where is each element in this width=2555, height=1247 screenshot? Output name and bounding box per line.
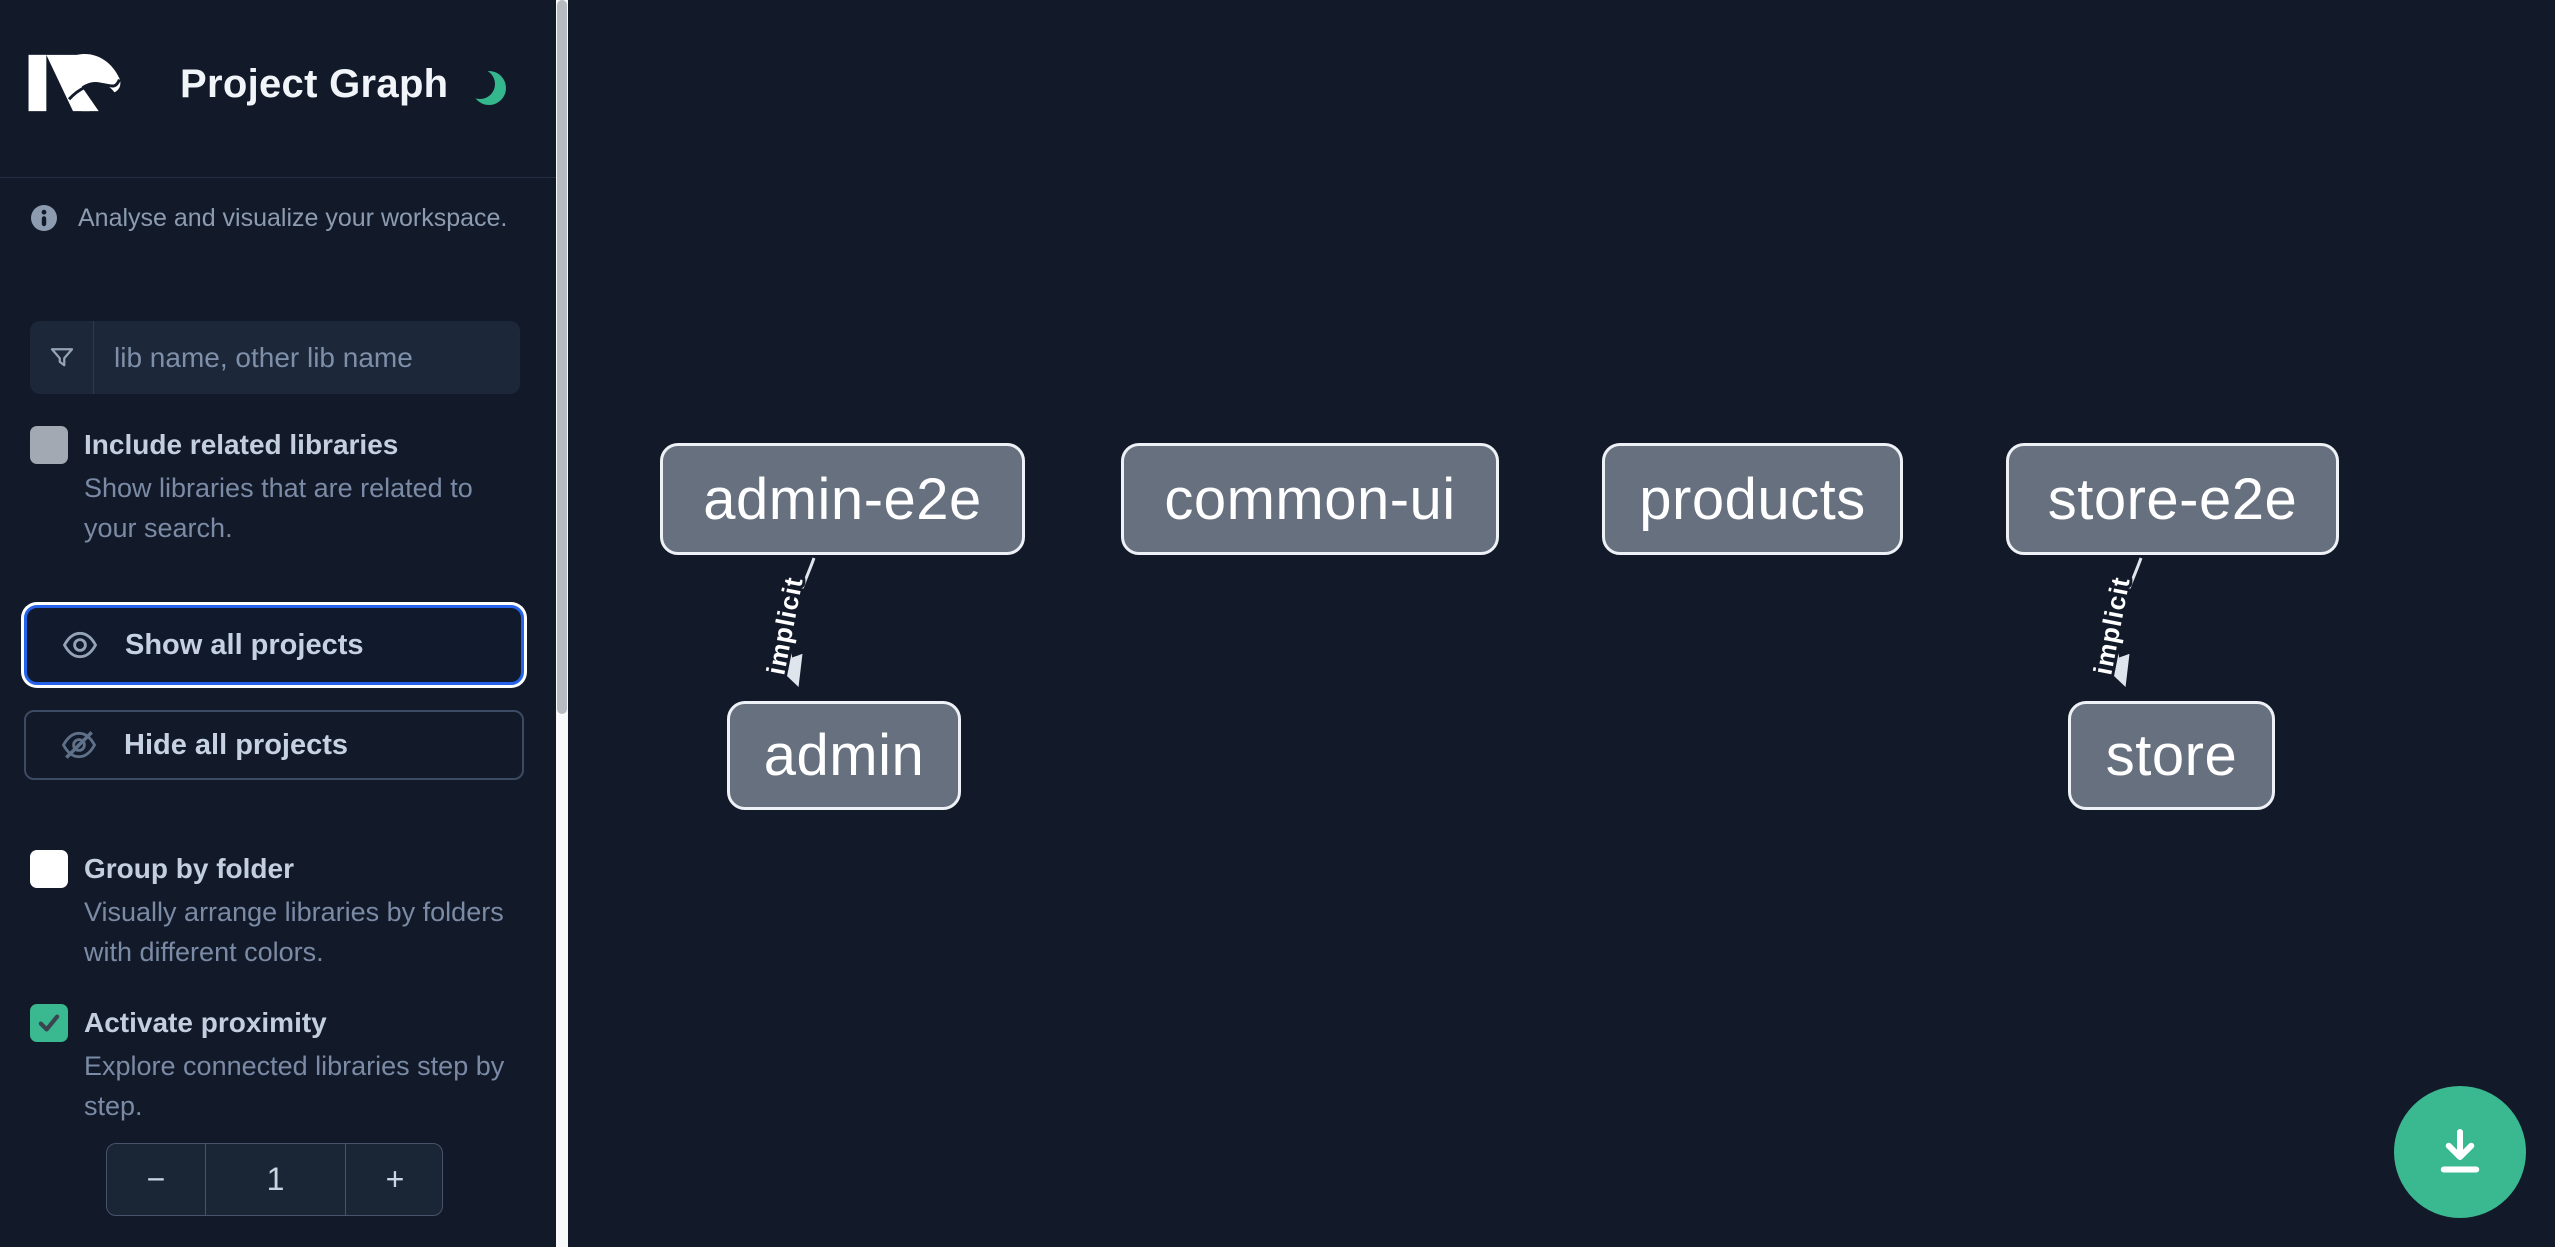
- edge-label: implicit: [2087, 574, 2135, 677]
- decrement-button[interactable]: −: [107, 1144, 206, 1215]
- hide-all-projects-label: Hide all projects: [124, 728, 349, 761]
- activate-proximity-label: Activate proximity: [84, 1007, 327, 1038]
- nx-logo: [28, 53, 121, 112]
- edge-admin-e2e-to-admin: [774, 557, 816, 688]
- checkmark-icon: [38, 1014, 60, 1032]
- eye-icon: [62, 631, 98, 659]
- proximity-depth-stepper: − 1 +: [106, 1143, 443, 1216]
- hide-all-projects-button[interactable]: Hide all projects: [24, 710, 524, 780]
- download-icon: [2440, 1129, 2480, 1173]
- sidebar: Project Graph Analyse and visuali: [0, 0, 556, 1247]
- sidebar-header: Project Graph: [0, 0, 556, 177]
- edge-store-e2e-to-store: [2101, 557, 2143, 688]
- checkbox-row-activate-proximity[interactable]: Activate proximity Explore connected lib…: [30, 1002, 508, 1126]
- sidebar-scrollbar-thumb[interactable]: [557, 0, 567, 714]
- checkbox-row-include-related[interactable]: Include related libraries Show libraries…: [30, 424, 508, 548]
- filter-funnel-icon: [50, 347, 73, 366]
- group-by-folder-checkbox[interactable]: [30, 850, 68, 888]
- theme-toggle-button[interactable]: [466, 66, 510, 110]
- search-box: [30, 321, 520, 394]
- increment-button[interactable]: +: [345, 1144, 442, 1215]
- filter-icon-cell: [30, 321, 94, 394]
- show-all-projects-label: Show all projects: [125, 628, 364, 661]
- checkbox-row-group-by-folder[interactable]: Group by folder Visually arrange librari…: [30, 848, 508, 972]
- project-node-common-ui[interactable]: common-ui: [1121, 443, 1499, 555]
- show-all-projects-button[interactable]: Show all projects: [24, 605, 524, 685]
- activate-proximity-checkbox[interactable]: [30, 1004, 68, 1042]
- include-related-label: Include related libraries: [84, 429, 399, 460]
- info-icon: [31, 205, 57, 231]
- activate-proximity-description: Explore connected libraries step by step…: [84, 1051, 505, 1121]
- project-node-products[interactable]: products: [1602, 443, 1903, 555]
- project-node-store-e2e[interactable]: store-e2e: [2006, 443, 2339, 555]
- group-by-folder-label: Group by folder: [84, 853, 294, 884]
- search-input[interactable]: [94, 321, 520, 394]
- download-graph-button[interactable]: [2394, 1086, 2526, 1218]
- sidebar-scrollbar-track[interactable]: [556, 0, 568, 1247]
- project-node-admin[interactable]: admin: [727, 701, 961, 810]
- group-by-folder-description: Visually arrange libraries by folders wi…: [84, 897, 504, 967]
- include-related-checkbox[interactable]: [30, 426, 68, 464]
- graph-canvas[interactable]: implicit implicit admin-e2e common-ui pr…: [568, 0, 2555, 1247]
- info-text: Analyse and visualize your workspace.: [78, 204, 508, 232]
- page-title: Project Graph: [180, 62, 449, 106]
- include-related-description: Show libraries that are related to your …: [84, 473, 473, 543]
- eye-off-icon: [61, 731, 97, 759]
- project-node-store[interactable]: store: [2068, 701, 2275, 810]
- project-node-admin-e2e[interactable]: admin-e2e: [660, 443, 1025, 555]
- edge-label: implicit: [760, 574, 808, 677]
- header-divider: [0, 177, 556, 178]
- moon-icon: [466, 66, 510, 110]
- stepper-value: 1: [266, 1161, 285, 1197]
- workspace-info: Analyse and visualize your workspace.: [30, 203, 530, 233]
- graph-edges-layer: implicit implicit: [757, 557, 2143, 688]
